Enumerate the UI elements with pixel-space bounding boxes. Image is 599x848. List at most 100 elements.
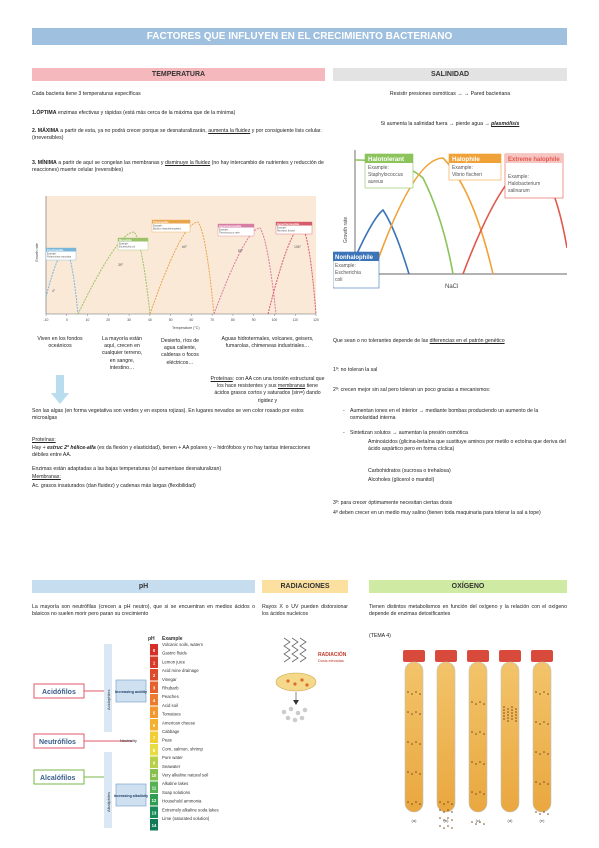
ph-example-label: Pure water bbox=[162, 755, 183, 760]
temp-tick-label: 120 bbox=[313, 318, 319, 322]
hyperthermophile-label-2: Hyperthermophile Example: Pyrolobus fuma… bbox=[275, 221, 313, 235]
tube-colony-dot bbox=[415, 801, 417, 803]
tube-colony-dot bbox=[471, 761, 473, 763]
ph-example-label: Acid mine drainage bbox=[162, 668, 199, 673]
ph-example-label: Alkaline lakes bbox=[162, 781, 188, 786]
nonhalophile-name: Nonhalophile bbox=[335, 255, 374, 261]
radiation-arrowhead bbox=[293, 700, 299, 705]
tube-colony-dot bbox=[439, 817, 441, 819]
tube-colony-dot bbox=[415, 771, 417, 773]
habitat-hyperthermophile-adaptations: Proteínas: con AA con una torsión estruc… bbox=[210, 376, 325, 405]
psychrophile-species: Polaromonas vacuolata bbox=[47, 256, 72, 259]
tube-label: (b) bbox=[444, 818, 450, 823]
ph-level-swatch bbox=[150, 669, 158, 681]
ph-level-swatch bbox=[150, 644, 158, 656]
tube-colony-dot bbox=[439, 825, 441, 827]
cell-body bbox=[275, 672, 317, 692]
temperatura-header: TEMPERATURA bbox=[32, 68, 325, 81]
ph-example-label: Rhubarb bbox=[162, 686, 179, 691]
ph-level-label: 3 bbox=[153, 686, 156, 691]
ph-level-label: 9 bbox=[153, 761, 156, 766]
tube-body bbox=[468, 661, 488, 813]
psychrophile-example: Example: bbox=[47, 254, 57, 256]
tube-cap bbox=[435, 650, 457, 662]
tube-colony-dot bbox=[543, 751, 545, 753]
ph-level-swatch bbox=[150, 806, 158, 818]
mesophile-peak: 39° bbox=[118, 263, 124, 267]
halotolerant-line3: aureus bbox=[368, 179, 384, 185]
proteinas-text-i: estruc 2ª hélice-alfa bbox=[47, 445, 96, 451]
temp-tick-label: 10 bbox=[86, 318, 90, 322]
tube-body bbox=[404, 661, 424, 813]
tube-colony-dot bbox=[407, 771, 409, 773]
hyperthermophile-1-name: Hyperthermophile bbox=[219, 224, 242, 228]
tube-cap bbox=[499, 650, 521, 662]
oxygen-tubes-illustration: (a)(b)(c)(d)(e) bbox=[403, 650, 553, 829]
tube-colony-dot bbox=[543, 781, 545, 783]
psychrophile-label: Psychrophile Example: Polaromonas vacuol… bbox=[45, 247, 77, 261]
tube-colony-dot bbox=[415, 691, 417, 693]
tube-colony-dot bbox=[451, 811, 453, 813]
cell-dot-3 bbox=[300, 678, 304, 682]
ph-level-swatch bbox=[150, 719, 158, 731]
tube-colony-dot bbox=[407, 741, 409, 743]
hyperthermophile-curve-2 bbox=[267, 225, 317, 315]
salinidad-p3: 2º: crecen mejor sin sal pero toleran un… bbox=[333, 387, 491, 393]
ph-level-swatch bbox=[150, 794, 158, 806]
tube-colony-dot bbox=[447, 809, 449, 811]
extreme-halophile-name: Extreme halophile bbox=[508, 157, 560, 163]
tube-body bbox=[436, 661, 456, 813]
ph-level-swatch bbox=[150, 781, 158, 793]
increasing-acidity-label: Increasing acidity bbox=[115, 690, 148, 694]
salinidad-p4: 3º: para crecer óptimamente necesitan ci… bbox=[333, 500, 453, 506]
ph-level-label: 8 bbox=[153, 748, 156, 753]
minima-label: 3. MÍNIMA bbox=[32, 160, 57, 166]
fragment-1 bbox=[281, 709, 287, 715]
minima-text-b: (no hay intercambio de nutrientes y redu… bbox=[32, 160, 324, 174]
halotolerant-name: Halotolerant bbox=[368, 156, 404, 163]
tube-colony-dot bbox=[539, 693, 541, 695]
sal-chart-ylabel: Growth rate bbox=[343, 217, 349, 243]
temp-chart-xlabel: Temperature (°C) bbox=[172, 326, 200, 330]
tube-colony-dot bbox=[475, 703, 477, 705]
ph-example-label: Tomatoes bbox=[162, 712, 181, 717]
tube-label: (e) bbox=[540, 818, 546, 823]
habitat-mesophile: La mayoría están aquí, crecen en cualqui… bbox=[101, 336, 143, 371]
ph-text: La mayoría son neutrófilas (crecen a pH … bbox=[32, 604, 255, 618]
ph-level-swatch bbox=[150, 819, 158, 831]
tube-colony-dot bbox=[539, 753, 541, 755]
ph-example-label: Gastric fluids bbox=[162, 651, 187, 656]
ph-example-label: Lime (saturated solution) bbox=[162, 816, 210, 821]
oxigeno-tema: (TEMA 4) bbox=[369, 633, 391, 639]
tube-colony-dot bbox=[411, 693, 413, 695]
acidofilos-label: Acidófilos bbox=[42, 689, 76, 696]
tube-colony-dot bbox=[479, 701, 481, 703]
neutrality-label: Neutrality bbox=[120, 738, 137, 743]
tube-colony-dot bbox=[547, 693, 549, 695]
thermophile-species: Bacillus stearothermophilus bbox=[153, 228, 182, 231]
psychrophile-peak: 4° bbox=[52, 289, 56, 293]
ph-example-label: Very alkaline natural soil bbox=[162, 773, 208, 778]
tube-colony-dot bbox=[547, 723, 549, 725]
tube-colony-dot bbox=[547, 783, 549, 785]
ph-example-label: Extremely alkaline soda lakes bbox=[162, 807, 219, 812]
tube-colony-dot bbox=[515, 714, 517, 716]
tube-colony-dot bbox=[543, 721, 545, 723]
ph-example-label: Household ammonia bbox=[162, 799, 202, 804]
tube-colony-dot bbox=[503, 706, 505, 708]
salinidad-bullet-2-sub1: Aminoácidos (glicina-betaína que sustitu… bbox=[368, 439, 566, 453]
alcalofilos-label: Alcalófilos bbox=[40, 775, 76, 782]
hyperthermophile-1-peak: 88° bbox=[238, 249, 244, 253]
tube-colony-dot bbox=[515, 720, 517, 722]
oxigeno-header: OXÍGENO bbox=[369, 580, 567, 593]
fragment-5 bbox=[285, 715, 291, 721]
tube-colony-dot bbox=[451, 819, 453, 821]
tube-colony-dot bbox=[471, 701, 473, 703]
temp-tick-label: 110 bbox=[293, 318, 299, 322]
halotolerant-label: Halotolerant Example: Staphylococcus aur… bbox=[364, 153, 414, 189]
halophile-line1: Example: bbox=[452, 165, 473, 171]
minima-text-u: disminuye la fluidez bbox=[164, 160, 211, 166]
extreme-halophile-line3: salinarum bbox=[508, 188, 530, 194]
proteinas-label: Proteínas: bbox=[32, 437, 56, 443]
